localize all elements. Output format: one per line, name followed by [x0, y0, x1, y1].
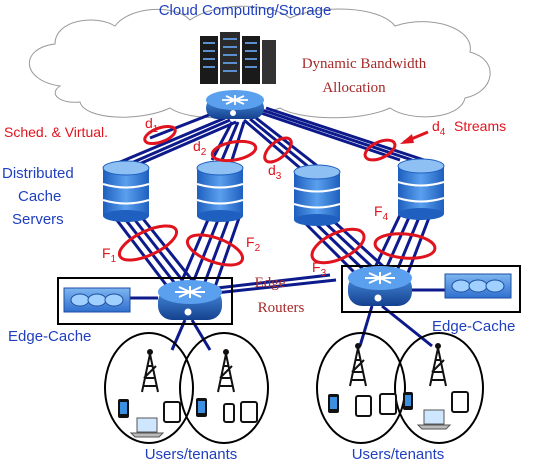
flow-F4-label: F4 [374, 203, 389, 223]
tablet-icon [379, 393, 397, 415]
cell-tower-4-icon [429, 343, 447, 387]
tablet-icon [163, 401, 181, 423]
laptop-icon [129, 417, 165, 438]
flow-d4-label: d4 [432, 118, 446, 138]
cloud-title: Cloud Computing/Storage [159, 2, 332, 19]
user-cell-2 [179, 332, 269, 444]
edge-routers-line2: Routers [258, 300, 305, 316]
edge-cache-right-box [341, 265, 521, 313]
flow-d1-label: d1 [145, 115, 159, 135]
flow-ellipses [117, 124, 437, 267]
cell-tower-3-icon [349, 343, 367, 387]
dynamic-bandwidth-line2: Allocation [322, 80, 386, 96]
user-cells [104, 332, 484, 444]
users-left-label: Users/tenants [145, 446, 238, 463]
smartphone-icon [118, 399, 129, 418]
user-cell-1 [104, 332, 194, 444]
edge-routers-line1: Edge [255, 275, 286, 291]
cache-server-4-icon [397, 158, 445, 220]
sched-virtual-label: Sched. & Virtual. [4, 124, 108, 140]
user-devices [118, 391, 469, 438]
distributed-label-line3: Servers [12, 211, 64, 228]
flow-d2-label: d2 [193, 138, 207, 158]
cloud-datacenter-icon [200, 32, 276, 84]
flow-F3-label: F3 [312, 259, 327, 279]
cell-tower-1-icon [141, 349, 159, 393]
streams-arrow [400, 130, 429, 144]
flow-d3-label: d3 [268, 162, 282, 182]
smartphone-icon [223, 403, 235, 423]
tablet-icon [355, 395, 372, 417]
flow-F2-label: F2 [246, 234, 261, 254]
edge-router-right-icon [348, 266, 412, 306]
core-links [112, 106, 425, 170]
user-cell-4 [394, 332, 484, 444]
smartphone-icon [403, 392, 413, 410]
edge-cache-right-label: Edge-Cache [432, 318, 515, 335]
laptop-icon [416, 409, 452, 430]
cache-server-1-icon [102, 160, 150, 222]
tablet-icon [451, 391, 469, 413]
flow-F2-ellipse [185, 233, 245, 267]
cache-server-2-icon [196, 160, 244, 222]
flow-d2-ellipse [210, 139, 258, 163]
distributed-label-line2: Cache [18, 188, 61, 205]
cell-tower-2-icon [217, 349, 235, 393]
edge-cache-left-box [57, 277, 233, 325]
edge-cache-left-label: Edge-Cache [8, 328, 91, 345]
core-router-icon [206, 90, 264, 119]
flow-d1-ellipse [143, 124, 177, 146]
users-right-label: Users/tenants [352, 446, 445, 463]
dynamic-bandwidth-line1: Dynamic Bandwidth [302, 56, 427, 72]
smartphone-icon [328, 394, 339, 413]
smartphone-icon [196, 398, 207, 417]
cache-server-3-icon [293, 164, 341, 226]
cell-towers [141, 343, 447, 393]
user-cell-3 [316, 332, 406, 444]
streams-label: Streams [454, 118, 506, 134]
flow-d3-ellipse [263, 136, 293, 164]
flow-d4-ellipse [363, 138, 397, 162]
distributed-label-line1: Distributed [2, 165, 74, 182]
flow-F4-ellipse [373, 232, 437, 260]
flow-F1-label: F1 [102, 245, 117, 265]
edge-router-left-icon [158, 280, 222, 320]
tablet-icon [240, 401, 258, 423]
flow-F1-ellipse [117, 224, 179, 262]
flow-F3-ellipse [310, 227, 366, 265]
